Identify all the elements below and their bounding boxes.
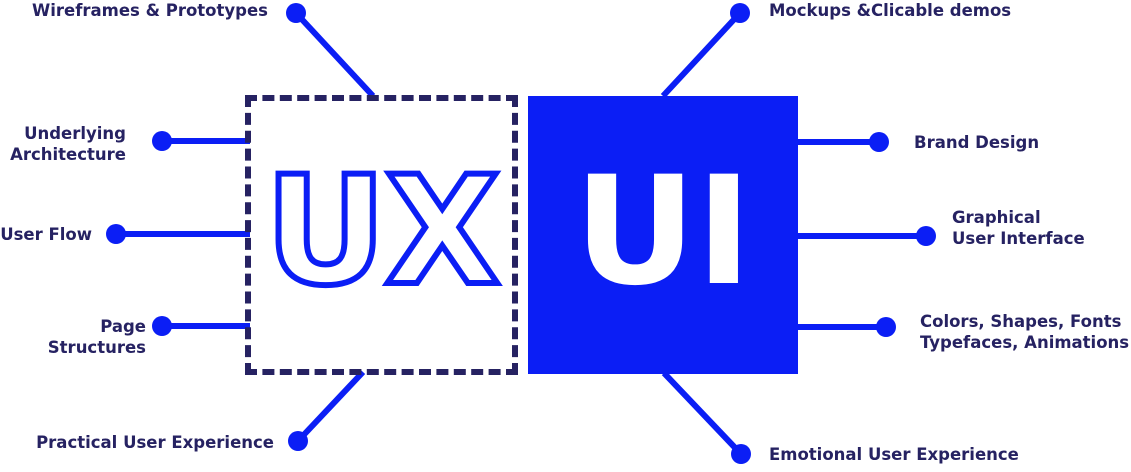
node-dot-practical-user-experience [288, 431, 308, 451]
node-dot-underlying-architecture [152, 131, 172, 151]
node-dot-graphical-user-interface [916, 226, 936, 246]
label-mockups-clicable-demos: Mockups &Clicable demos [769, 1, 1012, 20]
label-page-structures: Page Structures [47, 317, 146, 358]
connector-emotional-user-experience [661, 370, 744, 457]
node-dot-colors-shapes-fonts [876, 317, 896, 337]
ux-label: UX [262, 145, 503, 319]
node-dot-mockups-clicable-demos [730, 3, 750, 23]
ux-box: UX [245, 95, 518, 375]
ui-label: UI [574, 145, 752, 319]
label-user-flow: User Flow [0, 225, 92, 244]
ui-box: UI [528, 96, 798, 374]
node-dot-user-flow [106, 224, 126, 244]
connector-practical-user-experience [295, 369, 366, 444]
node-dot-page-structures [152, 316, 172, 336]
label-underlying-architecture: Underlying Architecture [10, 124, 126, 165]
label-wireframes-prototypes: Wireframes & Prototypes [32, 1, 268, 20]
node-dot-wireframes-prototypes [286, 3, 306, 23]
connector-mockups-clicable-demos [660, 10, 743, 99]
node-dot-emotional-user-experience [731, 444, 751, 464]
label-practical-user-experience: Practical User Experience [36, 433, 274, 452]
label-colors-shapes-fonts: Colors, Shapes, Fonts Typefaces, Animati… [920, 312, 1130, 353]
label-emotional-user-experience: Emotional User Experience [769, 445, 1019, 464]
node-dot-brand-design [869, 132, 889, 152]
label-graphical-user-interface: Graphical User Interface [952, 208, 1085, 249]
label-brand-design: Brand Design [914, 133, 1040, 152]
connector-wireframes-prototypes [293, 10, 376, 99]
